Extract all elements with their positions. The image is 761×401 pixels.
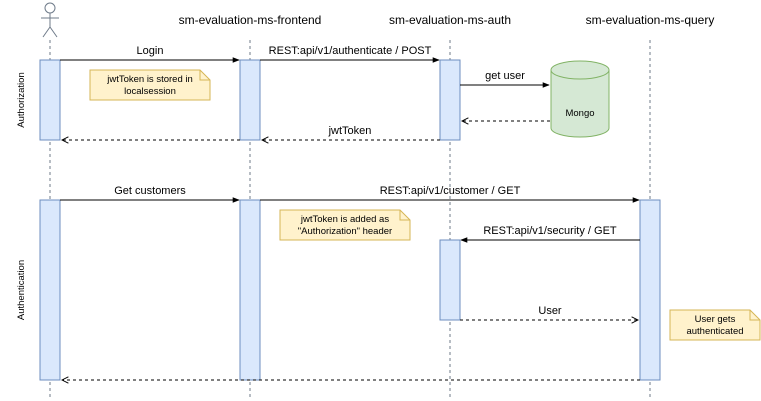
group-authentication-label: Authentication: [16, 260, 27, 320]
message-get-customers-label: Get customers: [114, 185, 186, 197]
note-jwt-added-line2: "Authorization" header: [298, 226, 392, 237]
actor-icon: [41, 2, 59, 38]
participant-query: sm-evaluation-ms-query: [570, 0, 730, 40]
mongo-label: Mongo: [565, 108, 594, 119]
note-jwt-added: jwtToken is added as "Authorization" hea…: [279, 209, 411, 241]
message-get-user-label: get user: [485, 70, 525, 82]
note-jwt-stored-line2: localsession: [124, 86, 176, 97]
note-user-auth-line1: User gets: [695, 314, 736, 325]
activation-auth-1: [439, 59, 461, 141]
activation-actor-2: [39, 199, 61, 381]
activation-frontend-2: [239, 199, 261, 381]
activation-frontend-1: [239, 59, 261, 141]
message-authenticate-label: REST:api/v1/authenticate / POST: [269, 45, 432, 57]
note-jwt-stored-line1: jwtToken is stored in: [106, 74, 193, 85]
note-user-authenticated: User gets authenticated: [669, 309, 761, 341]
mongo-database-icon: Mongo: [550, 60, 610, 138]
activation-query-1: [639, 199, 661, 381]
group-authorization-label: Authorization: [16, 72, 27, 127]
participant-frontend-label: sm-evaluation-ms-frontend: [179, 13, 322, 27]
activation-actor-1: [39, 59, 61, 141]
message-customer-get-label: REST:api/v1/customer / GET: [380, 185, 521, 197]
message-login-label: Login: [137, 45, 164, 57]
participant-auth: sm-evaluation-ms-auth: [370, 0, 530, 40]
participant-auth-label: sm-evaluation-ms-auth: [389, 13, 511, 27]
note-user-auth-line2: authenticated: [686, 326, 743, 337]
note-jwt-stored: jwtToken is stored in localsession: [89, 69, 211, 101]
note-jwt-added-line1: jwtToken is added as: [300, 214, 389, 225]
participant-frontend: sm-evaluation-ms-frontend: [170, 0, 330, 40]
message-jwt-token-label: jwtToken: [328, 125, 372, 137]
participant-query-label: sm-evaluation-ms-query: [586, 13, 715, 27]
message-security-get-label: REST:api/v1/security / GET: [483, 225, 617, 237]
message-user-label: User: [538, 305, 562, 317]
activation-auth-2: [439, 239, 461, 321]
